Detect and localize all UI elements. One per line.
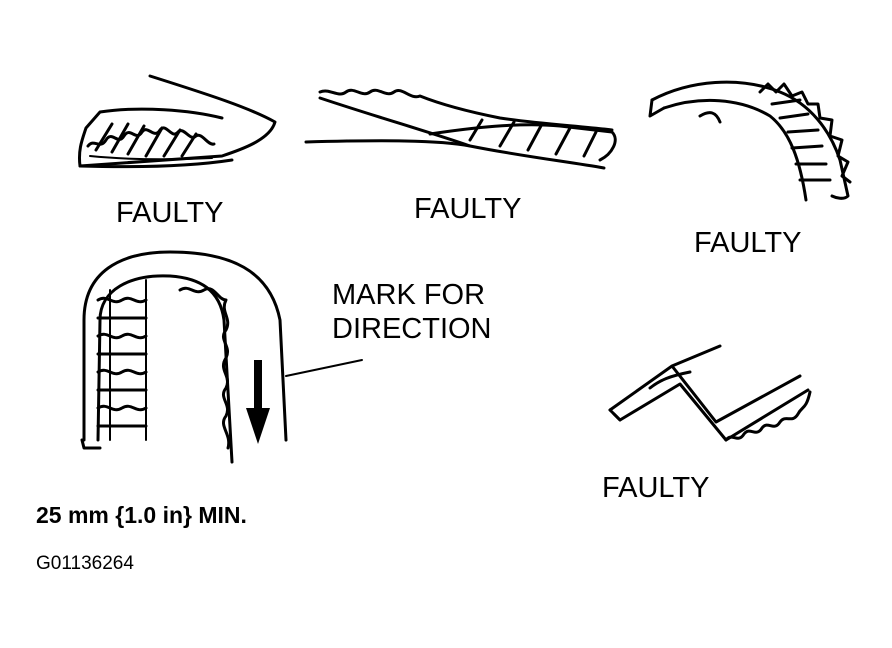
- faulty-label-2: FAULTY: [414, 193, 522, 225]
- direction-leader-line: [285, 359, 363, 377]
- belt-creased-drawing: [608, 344, 812, 442]
- minimum-length-spec: 25 mm {1.0 in} MIN.: [36, 502, 247, 528]
- mark-label-line-1: MARK FOR: [332, 279, 486, 311]
- belt-direction-mark-drawing: [80, 250, 288, 464]
- mark-label-line-2: DIRECTION: [332, 313, 492, 345]
- belt-cracked-teeth-drawing: [78, 74, 277, 169]
- faulty-label-1: FAULTY: [116, 197, 224, 229]
- belt-separated-drawing: [304, 88, 617, 170]
- mark-for-direction-label: MARK FOR DIRECTION: [332, 278, 492, 346]
- faulty-label-4: FAULTY: [602, 472, 710, 504]
- belt-curved-teeth-drawing: [648, 80, 852, 202]
- figure-code: G01136264: [36, 553, 134, 574]
- faulty-label-3: FAULTY: [694, 227, 802, 259]
- direction-arrow: [246, 360, 270, 444]
